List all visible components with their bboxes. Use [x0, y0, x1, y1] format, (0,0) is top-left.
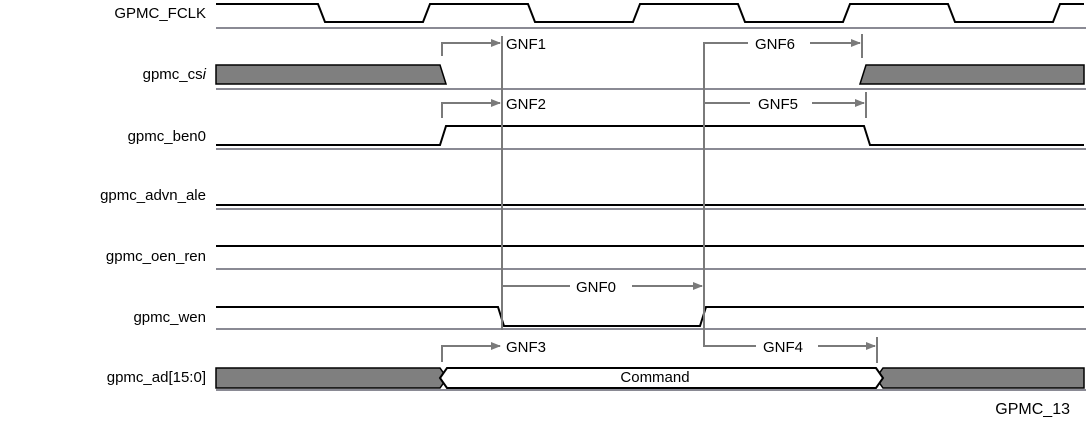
gnf3-arrow [441, 342, 501, 362]
signal-label-ad: gpmc_ad[15:0] [106, 369, 206, 386]
undefined-regions [215, 64, 1085, 389]
gnf1-label: GNF1 [506, 36, 546, 53]
timing-labels: GNF1 GNF6 GNF2 GNF5 GNF0 GNF3 GNF4 [506, 36, 803, 356]
ben0-waveform [216, 125, 1084, 146]
gnf2-arrow [441, 99, 501, 118]
gnf2-label: GNF2 [506, 96, 546, 113]
ad-undefined-before [215, 367, 448, 389]
signal-label-cs: gpmc_csi [142, 66, 206, 83]
figure-id: GPMC_13 [995, 401, 1070, 418]
signal-label-cs-suffix: i [202, 66, 206, 83]
signal-label-oen-ren: gpmc_oen_ren [105, 248, 206, 265]
signal-label-wen: gpmc_wen [133, 309, 206, 326]
timing-arrows [441, 39, 876, 362]
signal-label-fclk: GPMC_FCLK [114, 5, 206, 22]
bus-value-label: Command [620, 369, 689, 386]
gnf5-label: GNF5 [758, 96, 798, 113]
ad-command-waveform [438, 367, 885, 389]
signal-label-ben0: gpmc_ben0 [127, 128, 206, 145]
waveforms [216, 3, 1084, 389]
cs-undefined-before [215, 64, 448, 85]
gnf3-label: GNF3 [506, 339, 546, 356]
signal-label-advn-ale: gpmc_advn_ale [100, 187, 206, 204]
cs-undefined-after [858, 64, 1085, 85]
wen-waveform [216, 306, 1084, 327]
gnf1-arrow [441, 39, 501, 56]
gnf6-arrow-left [703, 42, 748, 52]
fclk-waveform [216, 3, 1084, 23]
gnf4-label: GNF4 [763, 339, 803, 356]
gnf4-arrow-left [703, 338, 756, 347]
signal-baselines [216, 27, 1086, 391]
gnf0-label: GNF0 [576, 279, 616, 296]
gnf6-label: GNF6 [755, 36, 795, 53]
reference-lines [501, 34, 878, 363]
ad-undefined-after [875, 367, 1085, 389]
